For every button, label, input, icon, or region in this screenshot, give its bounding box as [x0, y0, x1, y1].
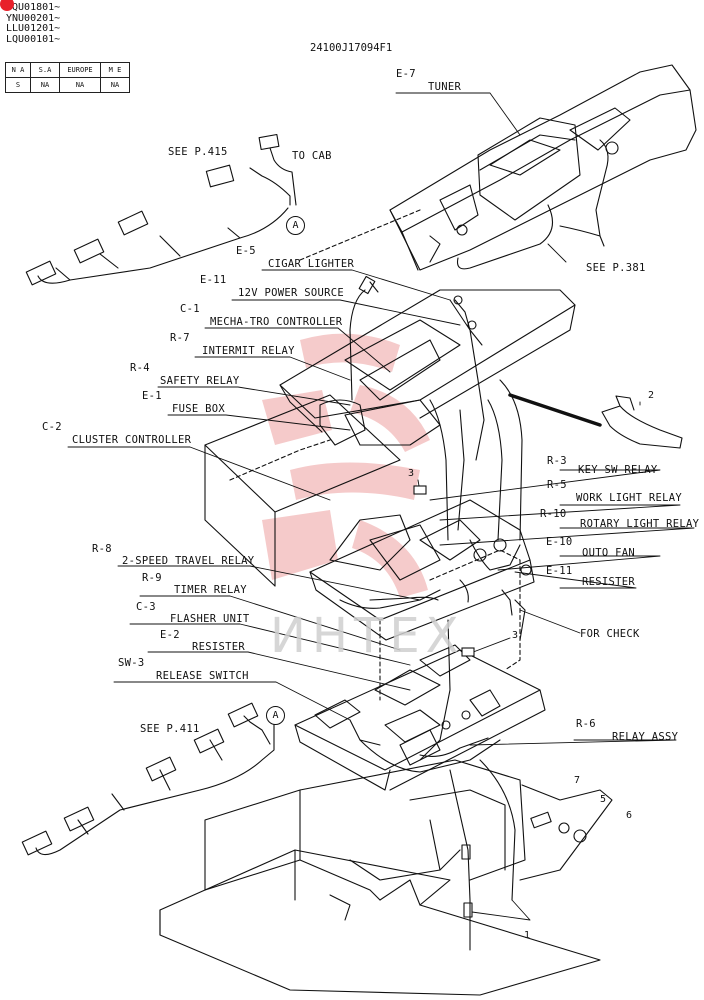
- part-2-pointer: [508, 393, 683, 449]
- center-harness: [349, 275, 523, 541]
- callout-id: R-4: [130, 362, 150, 374]
- callout-name: CLUSTER CONTROLLER: [72, 434, 192, 446]
- callout-name: OUTO FAN: [582, 547, 635, 559]
- to-cab-label: TO CAB: [292, 150, 332, 162]
- part-number: 5: [600, 794, 607, 805]
- callout-name: WORK LIGHT RELAY: [576, 492, 682, 504]
- callout-id: R-6: [576, 718, 596, 730]
- fuse-box-plate: [204, 289, 576, 587]
- callout-id: R-3: [547, 455, 567, 467]
- callout-id: R-5: [547, 479, 567, 491]
- serial-number: YNU00201~: [6, 12, 61, 24]
- callout-name: FUSE BOX: [172, 403, 225, 415]
- callout-name: FLASHER UNIT: [170, 613, 250, 625]
- callout-id: E-2: [160, 629, 180, 641]
- callout-id: C-3: [136, 601, 156, 613]
- lower-relay-frame: [294, 619, 546, 791]
- base-frame: [159, 759, 613, 996]
- leader-lines: [67, 92, 695, 921]
- callout-name: INTERMIT RELAY: [202, 345, 295, 357]
- callout-name: MECHA-TRO CONTROLLER: [210, 316, 343, 328]
- page-reference: SEE P.415: [168, 146, 228, 158]
- callout-name: RELAY ASSY: [612, 731, 679, 743]
- callout-name: RESISTER: [192, 641, 245, 653]
- callout-id: E-11: [546, 565, 573, 577]
- callout-id: R-10: [540, 508, 567, 520]
- lower-harness: [21, 702, 275, 856]
- corner-red-mark: [0, 0, 14, 11]
- hidden-lines: [229, 209, 521, 701]
- callout-id: R-9: [142, 572, 162, 584]
- serial-number: LQU00101~: [6, 33, 61, 45]
- callout-id: E-10: [546, 536, 573, 548]
- callout-name: RELEASE SWITCH: [156, 670, 249, 682]
- connector-marker: A: [266, 706, 285, 725]
- for-check-label: FOR CHECK: [580, 628, 640, 640]
- region-value: NA: [59, 77, 101, 93]
- bolt-parts: [413, 485, 475, 657]
- harness-to-cab: [25, 133, 297, 286]
- callout-name: 12V POWER SOURCE: [238, 287, 344, 299]
- callout-name: ROTARY LIGHT RELAY: [580, 518, 700, 530]
- callout-name: RESISTER: [582, 576, 635, 588]
- callout-id: E-5: [236, 245, 256, 257]
- callout-name: 2-SPEED TRAVEL RELAY: [122, 555, 255, 567]
- watermark-logo: [262, 333, 430, 598]
- connector-marker: A: [286, 216, 305, 235]
- callout-id: E-1: [142, 390, 162, 402]
- watermark-text: ИНТЕХ: [270, 608, 465, 664]
- callout-id: SW-3: [118, 657, 145, 669]
- serial-number: LLU01201~: [6, 23, 61, 34]
- part-number: 3: [512, 630, 519, 641]
- callout-id: E-7: [396, 68, 416, 80]
- serial-number-list: YQU01801~ YNU00201~ LLU01201~ LQU00101~: [0, 0, 61, 45]
- drawing-code: 24100J17094F1: [310, 42, 393, 54]
- callout-name: TUNER: [428, 81, 462, 93]
- callout-id: C-1: [180, 303, 200, 315]
- callout-name: SAFETY RELAY: [160, 375, 240, 387]
- page-reference: SEE P.411: [140, 723, 200, 735]
- callout-id: C-2: [42, 421, 62, 433]
- callout-id: R-7: [170, 332, 190, 344]
- page-reference: SEE P.381: [586, 262, 646, 274]
- tuner-console: [389, 64, 697, 271]
- serial-number: YQU01801~: [6, 2, 61, 13]
- part-number: 2: [648, 390, 655, 401]
- part-number: 1: [524, 930, 531, 941]
- callout-name: KEY-SW RELAY: [578, 464, 658, 476]
- region-table: N A S.A EUROPE M E S NA NA NA: [5, 62, 130, 93]
- callout-name: CIGAR LIGHTER: [268, 258, 355, 270]
- callout-id: E-11: [200, 274, 227, 286]
- part-number: 6: [626, 810, 633, 821]
- callout-name: TIMER RELAY: [174, 584, 247, 596]
- part-number: 3: [408, 468, 415, 479]
- region-value: NA: [100, 77, 130, 93]
- part-number: 7: [574, 775, 581, 786]
- callout-id: R-8: [92, 543, 112, 555]
